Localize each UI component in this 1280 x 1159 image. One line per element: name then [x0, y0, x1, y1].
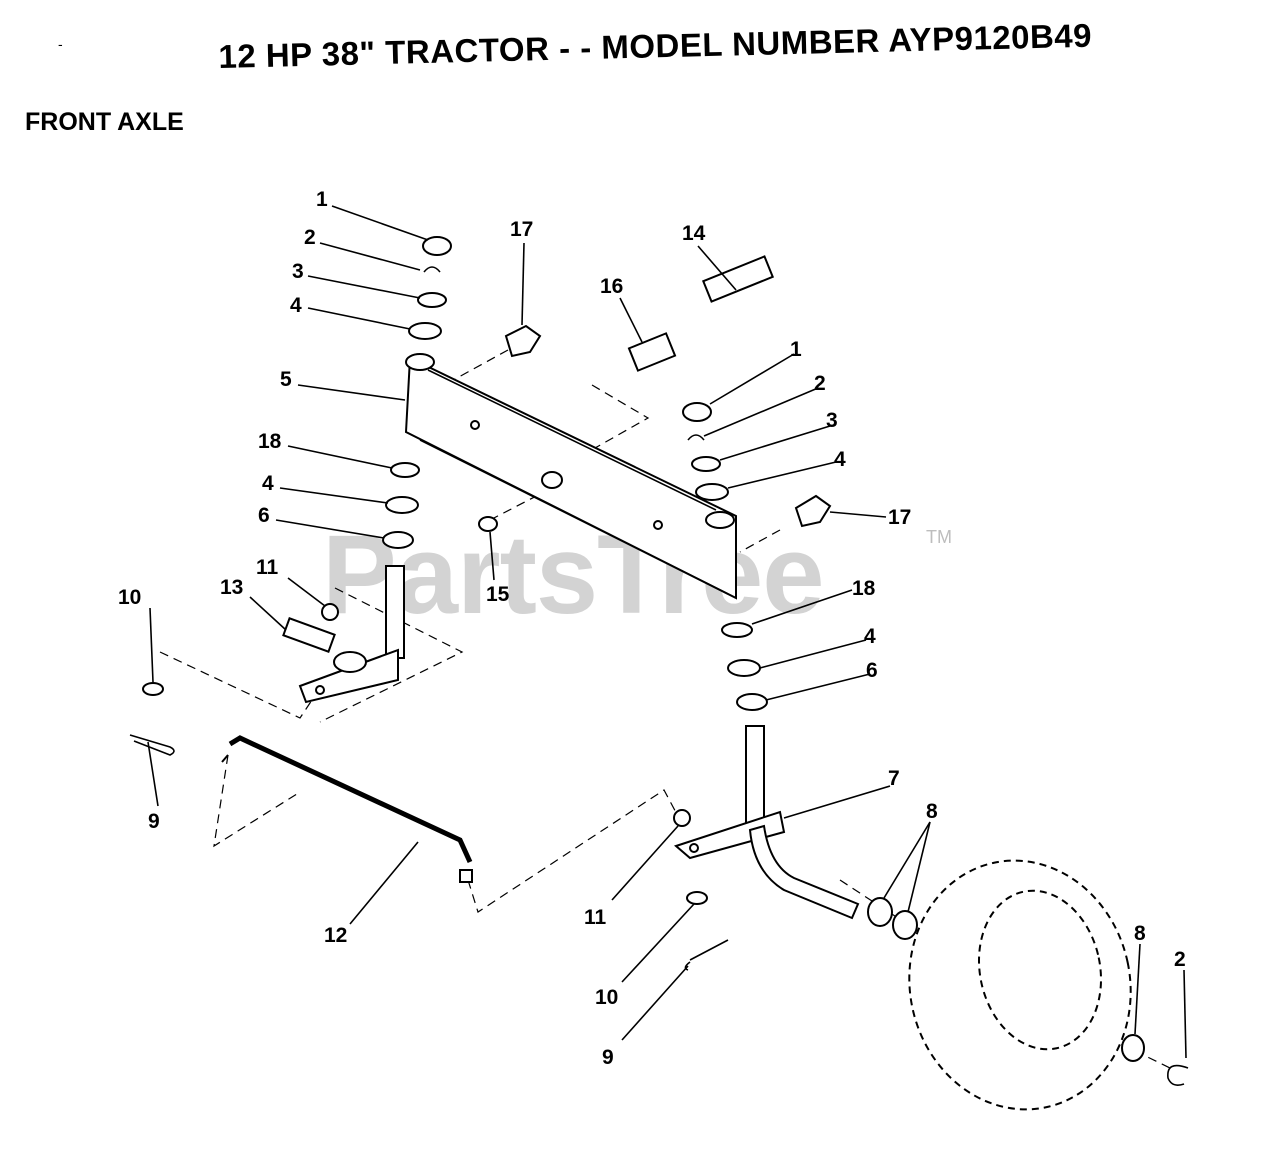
beam-center-bushing	[541, 471, 563, 489]
callout-11b: 11	[584, 906, 607, 929]
washer-8b	[892, 910, 918, 940]
section-title: FRONT AXLE	[25, 108, 184, 136]
left-spindle-stack	[129, 236, 452, 756]
callout-2a: 2	[304, 226, 316, 249]
bolt-13	[282, 617, 336, 653]
phantom-line-spindle	[319, 587, 464, 723]
callout-5: 5	[280, 368, 292, 391]
callout-17a: 17	[510, 218, 533, 241]
callout-9a: 9	[148, 810, 160, 833]
washer-6-left	[382, 531, 414, 549]
wheel-rim	[977, 889, 1103, 1051]
washer-3-right	[691, 456, 721, 472]
callout-13: 13	[220, 576, 243, 599]
washer-4b-right	[727, 659, 761, 677]
callout-14: 14	[682, 222, 706, 245]
callout-1a: 1	[316, 188, 328, 211]
callout-6a: 6	[258, 504, 270, 527]
steering-arm-right	[673, 810, 786, 860]
cotter-pin-9-left	[129, 734, 175, 756]
callout-10a: 10	[118, 586, 141, 609]
washer-10-right	[686, 891, 708, 905]
cap-1-right	[682, 402, 712, 422]
pivot-hardware	[478, 255, 832, 532]
callout-7: 7	[888, 767, 900, 790]
callout-11a: 11	[256, 556, 279, 579]
bolt-17-left	[504, 324, 542, 358]
callout-16: 16	[600, 275, 623, 298]
callout-3a: 3	[292, 260, 304, 283]
callout-4d: 4	[864, 625, 876, 648]
washer-8a	[867, 897, 893, 927]
washer-4-right	[695, 483, 729, 501]
callout-12: 12	[324, 924, 347, 947]
washer-10-left	[142, 682, 164, 696]
phantom-line-bolt-17	[445, 349, 509, 385]
callout-2b: 2	[814, 372, 826, 395]
callout-15: 15	[486, 583, 510, 606]
washer-18-right	[721, 622, 753, 638]
hairpin-clip-2	[1167, 1064, 1189, 1086]
cap-1-left	[422, 236, 452, 256]
callout-2c: 2	[1174, 948, 1186, 971]
spindle-axle-right	[748, 824, 860, 920]
washer-4b-left	[385, 496, 419, 514]
callout-3b: 3	[826, 409, 838, 432]
trademark-mark: TM	[926, 527, 952, 547]
callout-1b: 1	[790, 338, 802, 361]
callout-8a: 8	[926, 800, 938, 823]
callout-4c: 4	[834, 448, 846, 471]
nut-11-left	[321, 603, 339, 621]
callout-9b: 9	[602, 1046, 614, 1069]
spindle-shaft-left	[385, 565, 405, 659]
callout-4b: 4	[262, 472, 274, 495]
washer-8c	[1121, 1034, 1145, 1062]
callout-6b: 6	[866, 659, 878, 682]
leader-lines	[147, 205, 1187, 1059]
spacer-16	[627, 332, 677, 372]
phantom-line-left-arm	[159, 651, 313, 719]
washer-4-left	[408, 322, 442, 340]
callout-18b: 18	[852, 577, 876, 600]
cotter-pin-9-right	[684, 939, 729, 971]
ring-2-left	[423, 266, 441, 273]
axle-beam-body	[404, 356, 737, 600]
washer-18-left	[390, 462, 420, 478]
washer-6-right	[736, 693, 768, 711]
callout-17b: 17	[888, 506, 911, 529]
callout-8b: 8	[1134, 922, 1146, 945]
phantom-line-drag-link-end	[213, 754, 301, 848]
phantom-line-bolt-17b	[739, 529, 781, 553]
callout-numbers: 1 2 3 4 5 18 4 6 17 14 16 1 2 3 4 17 15 …	[118, 188, 1186, 1069]
phantom-line-drag-link-right	[467, 789, 681, 913]
ring-2-right	[687, 434, 705, 441]
callout-10b: 10	[595, 986, 618, 1009]
drag-link	[221, 735, 473, 883]
right-spindle-stack	[673, 402, 860, 971]
corner-mark: -	[58, 36, 63, 52]
bolt-17-right	[794, 494, 832, 528]
spindle-shaft-right	[745, 725, 765, 827]
front-wheel	[867, 859, 1189, 1111]
front-axle-beam	[404, 353, 737, 600]
washer-3-left	[417, 292, 447, 308]
callout-4a: 4	[290, 294, 302, 317]
nut-15	[478, 516, 498, 532]
phantom-line-bushing	[489, 489, 549, 521]
callout-18a: 18	[258, 430, 282, 453]
nut-11-right	[673, 809, 691, 827]
bolt-14	[701, 255, 775, 303]
